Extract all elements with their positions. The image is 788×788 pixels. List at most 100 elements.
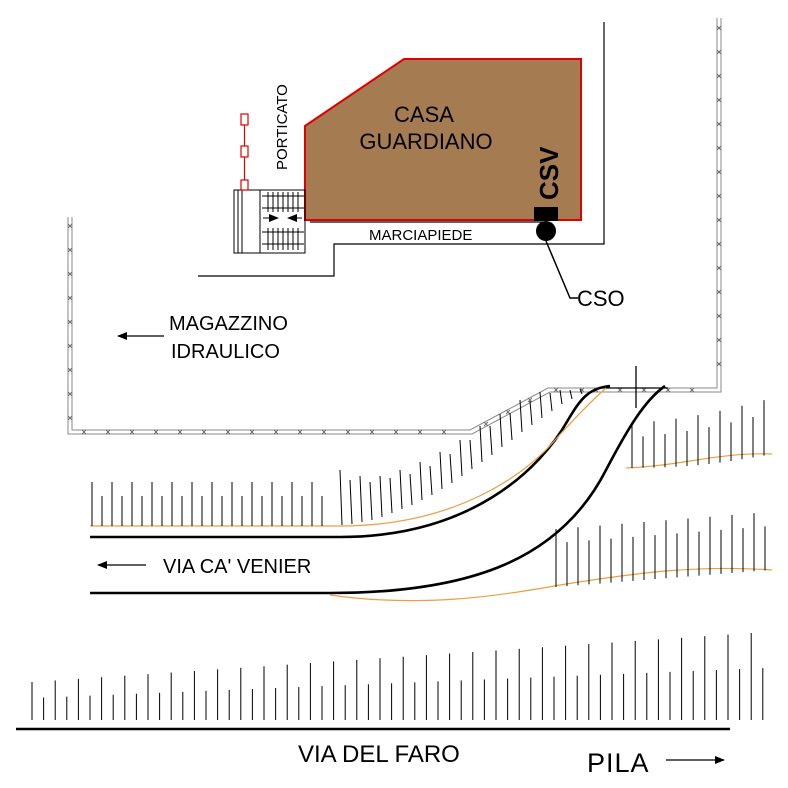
embankment-tick: [519, 399, 523, 433]
fence-x-mark: [716, 217, 722, 223]
label-magazzino: MAGAZZINO: [169, 313, 288, 335]
embankment-tick: [559, 389, 563, 405]
embankment-tick: [399, 469, 403, 510]
fence-x-mark: [716, 337, 722, 343]
fence-x-mark: [153, 429, 159, 435]
fence-x-mark: [527, 397, 533, 403]
fence-x-mark: [67, 319, 73, 325]
embankment-tick: [439, 451, 443, 490]
fence-x-mark: [273, 429, 279, 435]
fence-x-mark: [716, 97, 722, 103]
embankment-tick: [569, 389, 573, 400]
label-casa: CASA: [394, 102, 454, 127]
embankment-tick: [359, 475, 363, 523]
label-pila: PILA: [587, 748, 650, 778]
road-top-edge: [90, 384, 611, 539]
embankment-tick: [549, 392, 553, 412]
road-bottom-edge: [90, 384, 666, 595]
embankment-tick: [499, 413, 503, 448]
fence-x-mark: [417, 429, 423, 435]
cso-leader: [545, 240, 578, 299]
embankment-tick: [449, 453, 453, 484]
embankment-tick: [339, 469, 343, 526]
embankment-tick: [349, 479, 353, 525]
fence-x-mark: [716, 145, 722, 151]
label-porticato: PORTICATO: [274, 84, 291, 170]
label-csv: CSV: [534, 146, 564, 200]
fence-right: [588, 18, 718, 389]
toe-upper-left: [90, 387, 607, 527]
road-edges: [16, 384, 730, 731]
fence-x-mark: [249, 429, 255, 435]
fence-x-mark: [393, 429, 399, 435]
embankment-tick: [579, 388, 583, 395]
embankment-tick: [529, 400, 533, 426]
porch-structure: [233, 189, 306, 254]
embankment-tick: [419, 461, 423, 501]
fence-x-mark: [716, 313, 722, 319]
fence-x-mark: [716, 169, 722, 175]
fence-x-mark: [345, 429, 351, 435]
fence-x-mark: [81, 429, 87, 435]
fence-x-mark: [483, 421, 489, 427]
fence-x-mark: [665, 387, 671, 393]
cso-marker: [536, 221, 556, 241]
embankment-tick: [429, 465, 433, 496]
yard-line-right: [198, 22, 605, 277]
yard-lines: [198, 22, 605, 277]
fence-x-mark: [716, 49, 722, 55]
fence-x-mark: [297, 429, 303, 435]
fence-x-mark: [67, 367, 73, 373]
fence-x-mark: [505, 409, 511, 415]
fence-x-mark: [716, 241, 722, 247]
fence-x-mark: [67, 271, 73, 277]
embankment-tick: [509, 412, 513, 441]
fence-x-mark: [67, 415, 73, 421]
embankment-tick: [479, 425, 483, 463]
fence-x-mark: [716, 265, 722, 271]
fence-x-mark: [441, 429, 447, 435]
fence-x-mark: [641, 387, 647, 393]
fence-x-mark: [129, 429, 135, 435]
embankment-tick: [489, 425, 493, 456]
label-idraulico: IDRAULICO: [171, 341, 280, 363]
fence-x-mark: [177, 429, 183, 435]
embankment-tick: [409, 473, 413, 506]
direction-arrows: [97, 332, 725, 764]
label-via-del-faro: VIA DEL FARO: [298, 741, 460, 768]
embankment-ticks: [31, 388, 766, 720]
fence-x-mark: [105, 429, 111, 435]
fence-x-mark: [553, 387, 559, 393]
fence-x-mark: [716, 73, 722, 79]
fence-x-mark: [67, 295, 73, 301]
csv-marker: [534, 207, 558, 221]
fence-x-mark: [716, 25, 722, 31]
embankment-tick: [459, 439, 463, 477]
fence-x-mark: [321, 429, 327, 435]
fence-x-mark: [67, 247, 73, 253]
fence-x-mark: [225, 429, 231, 435]
road-crossing: [600, 366, 668, 408]
label-guardiano: GUARDIANO: [359, 129, 492, 154]
embankment-tick: [539, 391, 543, 419]
label-marciapiede: MARCIAPIEDE: [369, 227, 472, 244]
fence-x-mark: [617, 387, 623, 393]
label-cso: CSO: [577, 286, 625, 311]
embankment-tick: [379, 475, 383, 518]
fence-x-mark: [201, 429, 207, 435]
label-via-ca-venier: VIA CA' VENIER: [163, 556, 311, 578]
fence-x-mark: [67, 223, 73, 229]
embankment-tick: [389, 477, 393, 514]
fence-x-mark: [369, 429, 375, 435]
fence-x-mark: [716, 289, 722, 295]
fence-x-mark: [716, 361, 722, 367]
fence-x-mark: [67, 343, 73, 349]
embankment-tick: [369, 481, 373, 521]
fence-x-mark: [716, 121, 722, 127]
toe-right-upper: [625, 453, 773, 469]
embankment-tick: [469, 439, 473, 470]
embankment-toes: [90, 387, 773, 602]
fence-x-mark: [67, 391, 73, 397]
fence-x-mark: [689, 387, 695, 393]
